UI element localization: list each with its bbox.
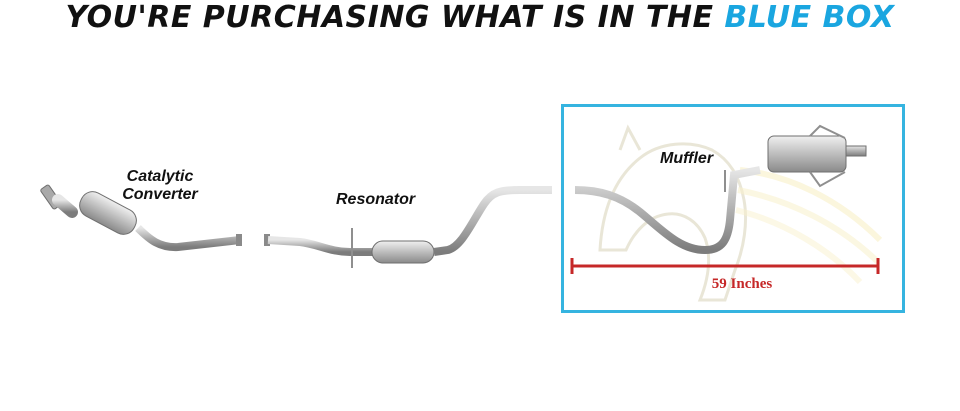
horse-watermark-icon xyxy=(598,124,883,302)
purchase-highlight-box xyxy=(561,104,905,313)
muffler-part xyxy=(574,124,867,255)
resonator-label: Resonator xyxy=(336,191,416,208)
catalytic-converter-label: Catalytic Converter xyxy=(100,168,220,204)
catalytic-label-line2: Converter xyxy=(122,186,198,203)
headline-main: YOU'RE PURCHASING WHAT IS IN THE xyxy=(65,0,725,35)
page-headline: YOU'RE PURCHASING WHAT IS IN THE BLUE BO… xyxy=(0,0,960,40)
headline-accent: BLUE BOX xyxy=(724,0,895,35)
muffler-label: Muffler xyxy=(660,150,714,167)
catalytic-converter-part xyxy=(40,184,242,252)
resonator-part xyxy=(264,186,552,268)
measurement-line xyxy=(570,258,880,274)
measurement-label: 59 Inches xyxy=(711,276,773,292)
catalytic-label-line1: Catalytic xyxy=(126,168,194,185)
